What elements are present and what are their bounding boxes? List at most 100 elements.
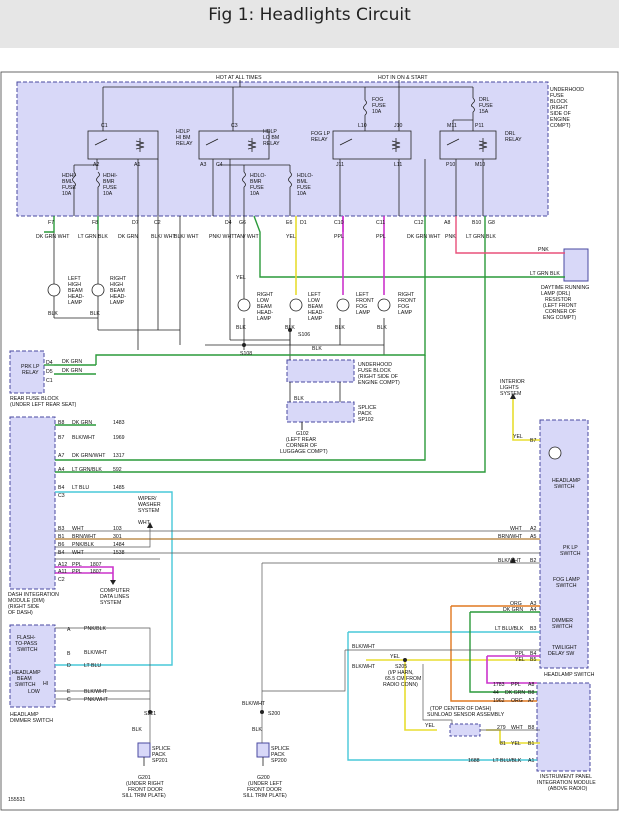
svg-text:P10: P10 — [446, 162, 455, 168]
svg-text:LAMP: LAMP — [110, 300, 125, 306]
text-layer: HOT AT ALL TIMES HOT IN ON & START FOG F… — [8, 75, 596, 803]
svg-text:LEFT: LEFT — [68, 276, 82, 282]
svg-text:S200: S200 — [268, 711, 280, 717]
svg-text:G201: G201 — [138, 775, 151, 781]
svg-text:HEAD-: HEAD- — [257, 310, 273, 316]
svg-text:LT GRN BLK: LT GRN BLK — [466, 234, 496, 240]
headlamp-switch-block — [539, 419, 589, 669]
svg-text:FRONT DOOR: FRONT DOOR — [247, 787, 282, 793]
svg-text:BRN/WHT: BRN/WHT — [498, 534, 523, 540]
svg-text:A1: A1 — [134, 162, 140, 168]
svg-text:PNK/BLK: PNK/BLK — [72, 542, 94, 548]
relay-internals — [94, 138, 488, 152]
svg-text:P11: P11 — [475, 123, 484, 129]
svg-text:10A: 10A — [297, 191, 307, 197]
figure-id: 155531 — [8, 797, 25, 803]
arrows — [110, 393, 516, 585]
orange-wires — [450, 605, 540, 702]
svg-text:SWITCH: SWITCH — [15, 682, 36, 688]
svg-text:C4: C4 — [216, 162, 223, 168]
svg-text:HDLO-: HDLO- — [250, 173, 266, 179]
svg-text:F7: F7 — [48, 220, 54, 226]
svg-text:1688: 1688 — [468, 758, 480, 764]
svg-text:F8: F8 — [92, 220, 98, 226]
svg-text:HDHI-: HDHI- — [103, 173, 118, 179]
svg-text:SILL TRIM PLATE): SILL TRIM PLATE) — [122, 793, 166, 799]
svg-text:279: 279 — [497, 725, 506, 731]
svg-text:10A: 10A — [250, 191, 260, 197]
svg-text:1807: 1807 — [90, 562, 102, 568]
svg-text:FOG: FOG — [372, 97, 383, 103]
svg-text:PACK: PACK — [358, 411, 372, 417]
svg-text:LO BM: LO BM — [263, 135, 279, 141]
svg-text:YEL: YEL — [236, 275, 246, 281]
svg-text:C10: C10 — [334, 220, 344, 226]
svg-text:C2: C2 — [154, 220, 161, 226]
svg-text:DASH INTEGRATION: DASH INTEGRATION — [8, 592, 59, 598]
svg-text:C1: C1 — [46, 378, 53, 384]
svg-text:RIGHT: RIGHT — [398, 292, 415, 298]
svg-text:SP102: SP102 — [358, 417, 374, 423]
svg-text:PPL: PPL — [376, 234, 386, 240]
pink-wires — [455, 216, 565, 254]
svg-text:YEL: YEL — [390, 654, 400, 660]
svg-text:FRONT: FRONT — [398, 298, 417, 304]
svg-text:YEL: YEL — [511, 741, 521, 747]
svg-text:DK GRN WHT: DK GRN WHT — [407, 234, 441, 240]
svg-text:LAMP: LAMP — [398, 310, 413, 316]
svg-text:DATA LINES: DATA LINES — [100, 594, 130, 600]
svg-text:LOW: LOW — [257, 298, 269, 304]
svg-text:SPLICE: SPLICE — [271, 746, 290, 752]
diagram-frame — [0, 71, 619, 811]
svg-text:PPL: PPL — [72, 562, 82, 568]
svg-text:PNK/ WHT: PNK/ WHT — [209, 234, 235, 240]
svg-text:HDHI-: HDHI- — [62, 173, 77, 179]
svg-text:BEAM: BEAM — [68, 288, 83, 294]
svg-text:1538: 1538 — [113, 550, 125, 556]
svg-text:B1: B1 — [58, 534, 64, 540]
svg-text:BLOCK: BLOCK — [550, 99, 568, 105]
purple-wires — [55, 216, 540, 684]
svg-text:FUSE: FUSE — [62, 185, 76, 191]
svg-text:A12: A12 — [58, 562, 67, 568]
svg-text:LT GRN BLK: LT GRN BLK — [530, 271, 560, 277]
svg-text:D4: D4 — [225, 220, 232, 226]
svg-text:FLASH-: FLASH- — [17, 635, 36, 641]
svg-text:BLK/WHT: BLK/WHT — [352, 644, 376, 650]
svg-text:G102: G102 — [296, 431, 309, 437]
svg-text:D7: D7 — [132, 220, 139, 226]
svg-text:DK GRN: DK GRN — [505, 690, 525, 696]
svg-text:RESISTOR: RESISTOR — [545, 297, 572, 303]
svg-text:BLK: BLK — [252, 727, 262, 733]
svg-text:BLK: BLK — [285, 325, 295, 331]
svg-text:BLK: BLK — [312, 346, 322, 352]
svg-text:FUSE: FUSE — [297, 185, 311, 191]
blue-wires — [55, 491, 540, 761]
svg-text:WHT: WHT — [511, 725, 524, 731]
svg-text:B5: B5 — [530, 657, 536, 663]
dark-green-right — [469, 611, 540, 693]
svg-text:A7: A7 — [58, 453, 64, 459]
relay-boxes — [87, 130, 497, 160]
svg-text:LUGGAGE COMPT): LUGGAGE COMPT) — [280, 449, 328, 455]
svg-text:RELAY: RELAY — [311, 137, 328, 143]
svg-text:RADIO CONN): RADIO CONN) — [383, 682, 418, 688]
svg-text:1807: 1807 — [90, 569, 102, 575]
sunload-sensor — [449, 723, 481, 737]
svg-text:M11: M11 — [447, 123, 457, 129]
svg-text:BML: BML — [297, 179, 308, 185]
svg-text:PNK: PNK — [445, 234, 456, 240]
svg-text:SWITCH: SWITCH — [17, 647, 38, 653]
svg-text:(UNDER LEFT REAR SEAT): (UNDER LEFT REAR SEAT) — [10, 402, 77, 408]
headlamp-dimmer-switch-block — [9, 624, 56, 708]
svg-text:A5: A5 — [530, 534, 536, 540]
svg-text:PACK: PACK — [271, 752, 285, 758]
svg-text:A2: A2 — [93, 162, 99, 168]
svg-text:BLK: BLK — [132, 727, 142, 733]
svg-text:DIMMER SWITCH: DIMMER SWITCH — [10, 718, 53, 724]
svg-text:FUSE: FUSE — [479, 103, 493, 109]
svg-text:BLK/ WHT: BLK/ WHT — [174, 234, 199, 240]
svg-text:BEAM: BEAM — [110, 288, 125, 294]
black-wires — [53, 216, 426, 430]
svg-text:B7: B7 — [530, 438, 536, 444]
